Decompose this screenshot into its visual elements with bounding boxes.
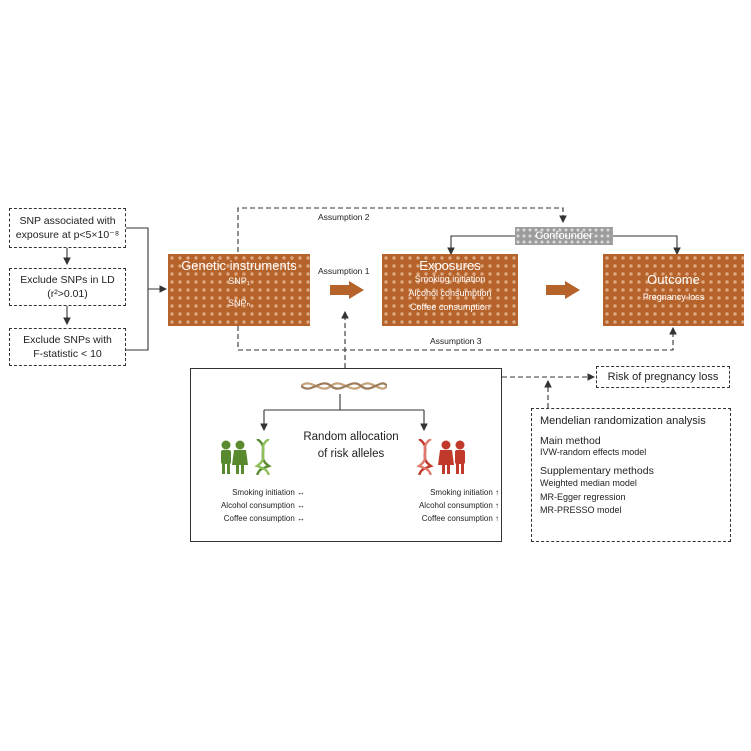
step-snp-association: SNP associated with exposure at p<5×10⁻⁸ <box>9 208 126 248</box>
allocation-title-line2: of risk alleles <box>317 447 385 460</box>
exposure-alcohol: Alcohol consumption <box>408 287 492 298</box>
genetic-instruments-title: Genetic instruments <box>181 258 297 273</box>
step2-line2: (r²>0.01) <box>47 288 88 300</box>
dna-green-icon <box>254 439 272 475</box>
people-red-icon <box>438 440 465 474</box>
mr-main-item: IVW-random effects model <box>540 447 647 457</box>
random-allocation-panel: Random allocation of risk alleles Smokin… <box>190 368 502 542</box>
outcome-title: Outcome <box>647 272 700 287</box>
mr-supp-item-2: MR-Egger regression <box>540 491 626 502</box>
exposures-title: Exposures <box>419 258 481 273</box>
step2-line1: Exclude SNPs in LD <box>20 273 115 286</box>
outcome-subtitle: Pregnancy loss <box>642 292 705 302</box>
mr-main-heading: Main method <box>540 435 601 447</box>
left-smoking: Smoking initiation ↔ <box>232 488 305 497</box>
mr-supp-heading: Supplementary methods <box>540 465 654 477</box>
risk-of-pregnancy-loss-box: Risk of pregnancy loss <box>596 366 730 388</box>
snp-1-label: SNP₁ <box>228 276 250 286</box>
mr-supp-item-1: Weighted median model <box>540 478 637 488</box>
people-green-icon <box>221 440 248 474</box>
genetic-instruments-box: Genetic instruments SNP₁ SNPₙ <box>168 254 310 326</box>
left-effects-list: Smoking initiation ↔ Alcohol consumption… <box>195 487 305 525</box>
assumption-3-label: Assumption 3 <box>430 336 482 346</box>
right-smoking: Smoking initiation ↑ <box>430 488 499 497</box>
step1-line2: exposure at p<5×10⁻⁸ <box>15 229 120 241</box>
left-coffee: Coffee consumption ↔ <box>223 513 305 523</box>
arrow-exposures-to-outcome <box>546 281 580 299</box>
right-coffee: Coffee consumption ↑ <box>421 513 499 523</box>
snp-n-label: SNPₙ <box>227 297 251 308</box>
left-alcohol: Alcohol consumption ↔ <box>220 500 305 510</box>
step3-line1: Exclude SNPs with <box>23 333 112 346</box>
step1-line1: SNP associated with <box>19 214 116 227</box>
dna-strand-icon <box>301 382 387 390</box>
exposures-box: Exposures Smoking initiation Alcohol con… <box>382 254 518 326</box>
outcome-box: Outcome Pregnancy loss <box>603 254 744 326</box>
assumption-2-label: Assumption 2 <box>318 212 370 222</box>
allocation-title: Random allocation of risk alleles <box>291 429 411 462</box>
mr-title: Mendelian randomization analysis <box>540 415 706 427</box>
mr-supp-item-3: MR-PRESSO model <box>540 505 622 515</box>
mr-analysis-panel: Mendelian randomization analysis Main me… <box>531 408 731 542</box>
confounder-box: Confounder <box>515 227 613 245</box>
exposure-coffee: Coffee consumption <box>410 301 490 312</box>
arrow-instruments-to-exposures <box>330 281 364 299</box>
exposure-smoking: Smoking initiation <box>414 274 486 284</box>
right-alcohol: Alcohol consumption ↑ <box>418 500 499 510</box>
assumption-1-label: Assumption 1 <box>318 266 370 276</box>
dna-red-icon <box>416 439 434 475</box>
step-exclude-fstat: Exclude SNPs with F-statistic < 10 <box>9 328 126 366</box>
step3-line2: F-statistic < 10 <box>33 348 102 360</box>
allocation-title-line1: Random allocation <box>303 431 399 443</box>
right-effects-list: Smoking initiation ↑ Alcohol consumption… <box>387 487 499 525</box>
step-exclude-ld: Exclude SNPs in LD (r²>0.01) <box>9 268 126 306</box>
